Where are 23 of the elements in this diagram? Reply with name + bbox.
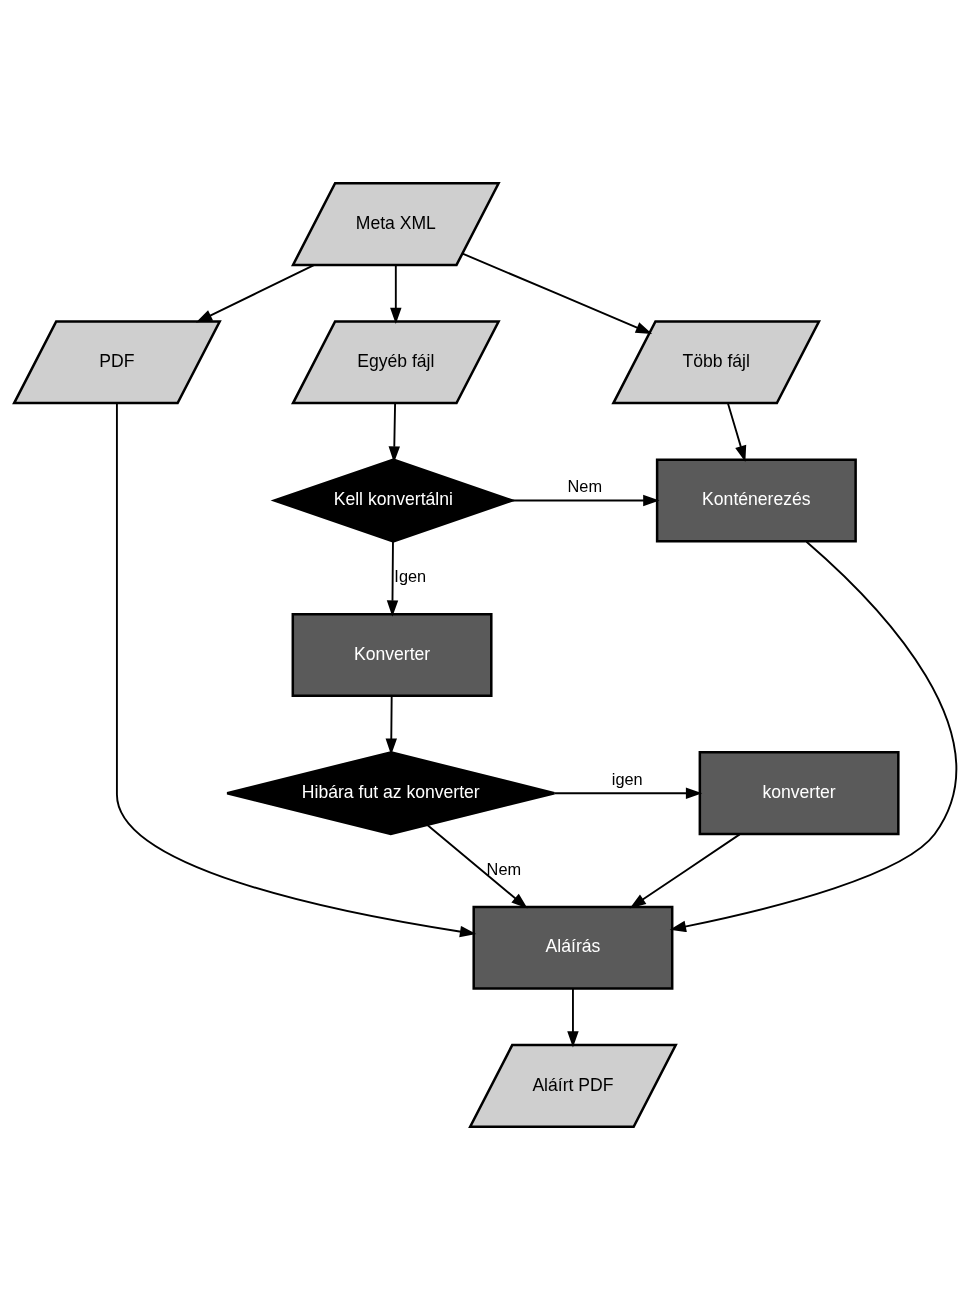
node-box: konverter [698,750,900,835]
arrow [195,263,315,323]
arrow [389,263,402,324]
arrow [115,401,476,937]
edge-label: Nem [486,859,521,878]
arrow [566,987,579,1048]
arrow [669,540,956,932]
arrow [726,401,746,462]
node-box: Aláírás [471,905,673,990]
arrow [553,786,702,799]
edge-label: Igen [393,566,426,585]
node-box: Konverter [291,612,493,697]
node-diamond: Kell konvertálni [270,457,516,543]
arrow [385,694,397,755]
arrow [461,252,652,334]
arrow [386,539,398,617]
arrow [629,832,741,908]
node-box: Konténerezés [655,457,857,543]
arrow [426,823,528,909]
arrow [510,494,659,506]
edge-label: Nem [567,476,602,495]
edge-label: igen [611,769,643,788]
node-diamond: Hibára fut az konverter [225,750,556,835]
